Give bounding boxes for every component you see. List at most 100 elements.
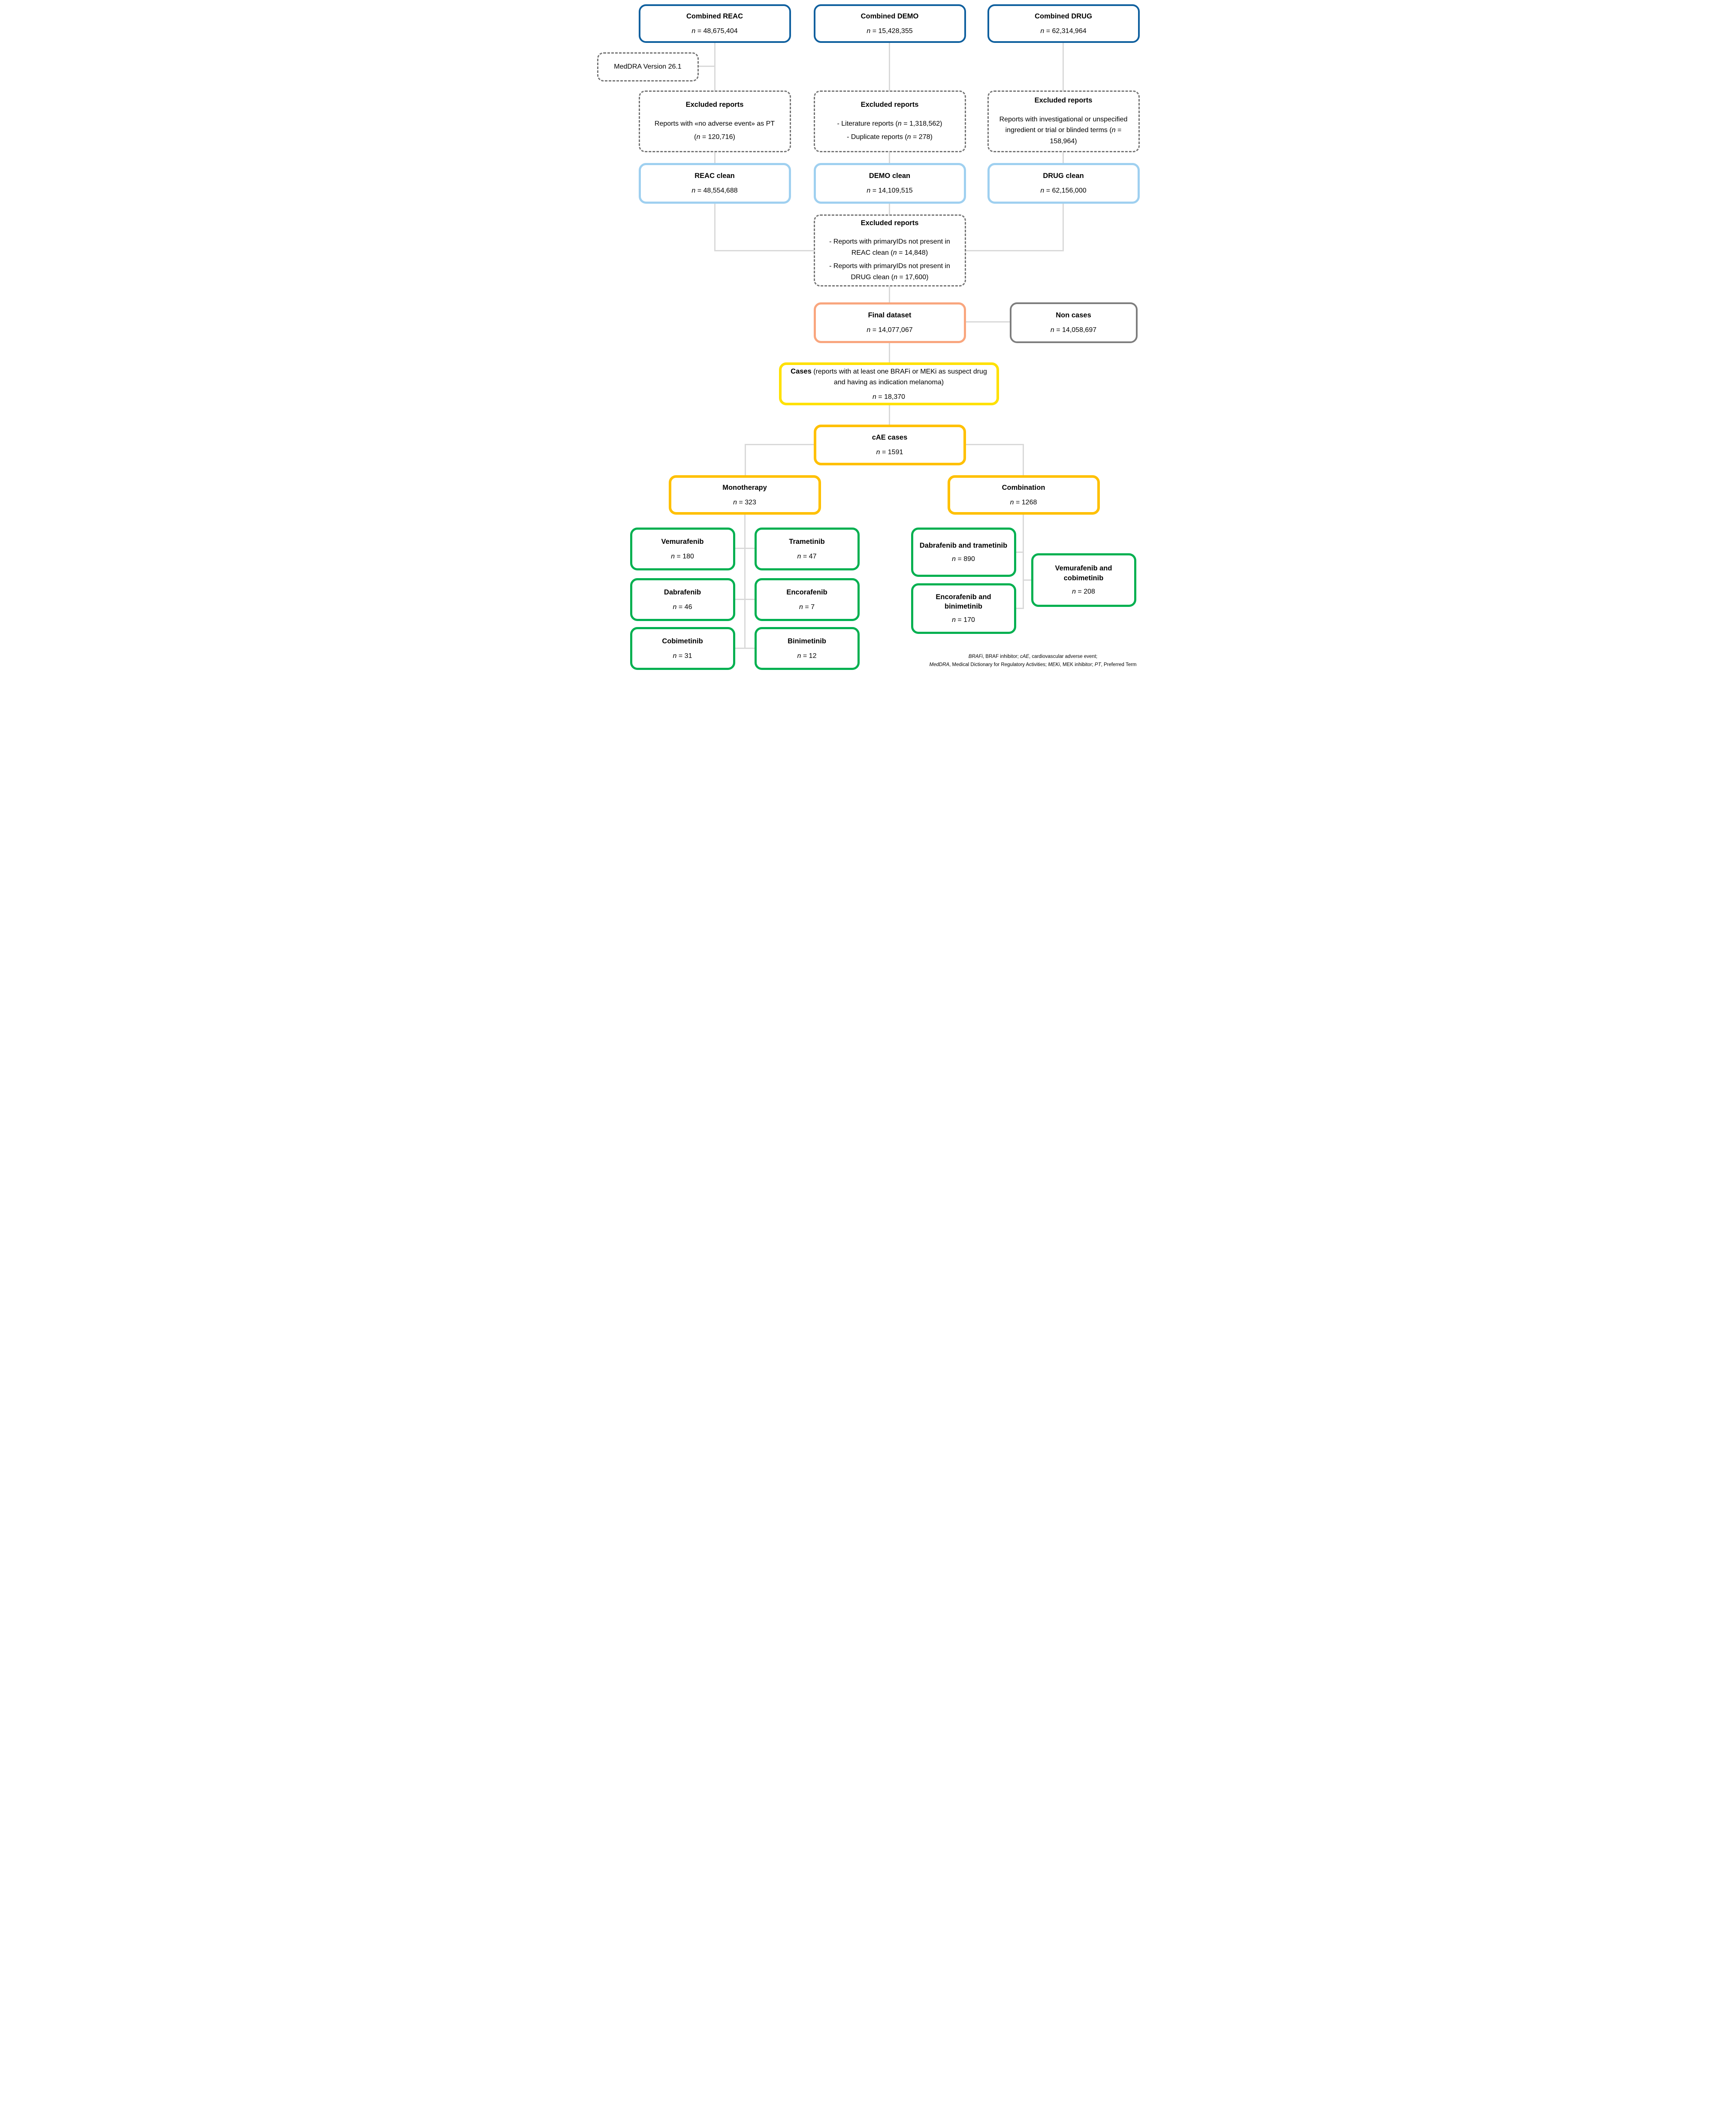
- box-combined-drug: Combined DRUG n = 62,314,964: [987, 4, 1140, 43]
- box-title: DRUG clean: [1043, 172, 1084, 180]
- connector: [714, 152, 716, 163]
- box-title: REAC clean: [694, 172, 735, 180]
- connector: [735, 548, 755, 549]
- box-title: Excluded reports: [860, 101, 919, 109]
- box-title: Final dataset: [868, 311, 912, 320]
- connector: [1062, 152, 1064, 163]
- box-excluded-drug: Excluded reports Reports with investigat…: [987, 90, 1140, 152]
- box-vemurafenib: Vemurafenib n = 180: [630, 528, 735, 570]
- body-line: (n = 120,716): [694, 133, 735, 141]
- box-title: Excluded reports: [1034, 96, 1093, 105]
- box-n-value: n = 180: [671, 552, 694, 560]
- box-cobimetinib: Cobimetinib n = 31: [630, 627, 735, 670]
- connector: [1022, 515, 1024, 609]
- box-title: cAE cases: [872, 434, 908, 442]
- box-title: Combined DRUG: [1035, 12, 1092, 20]
- box-vemurafenib-cobimetinib: Vemurafenib and cobimetinib n = 208: [1031, 553, 1136, 607]
- box-title: Cobimetinib: [662, 637, 703, 645]
- box-n-value: n = 323: [733, 498, 756, 506]
- box-final-dataset: Final dataset n = 14,077,067: [813, 302, 966, 343]
- connector: [1016, 608, 1024, 609]
- box-meddra-version: MedDRA Version 26.1: [597, 52, 699, 81]
- box-n-value: n = 12: [797, 652, 817, 660]
- box-title: Vemurafenib and cobimetinib: [1055, 564, 1112, 582]
- box-body: - Reports with primaryIDs not present in…: [821, 236, 959, 283]
- box-dabrafenib-trametinib: Dabrafenib and trametinib n = 890: [911, 528, 1016, 577]
- box-title: Combined REAC: [686, 12, 743, 20]
- box-combined-demo: Combined DEMO n = 15,428,355: [813, 4, 966, 43]
- connector: [714, 250, 814, 251]
- box-n-value: n = 48,554,688: [691, 187, 738, 195]
- box-non-cases: Non cases n = 14,058,697: [1009, 302, 1138, 343]
- box-n-value: n = 890: [952, 555, 975, 563]
- connector: [698, 66, 715, 67]
- box-n-value: n = 14,077,067: [866, 326, 913, 334]
- body-line: - Reports with primaryIDs not present in…: [829, 238, 950, 256]
- box-title: Trametinib: [789, 537, 825, 546]
- box-n-value: n = 48,675,404: [691, 27, 738, 35]
- connector: [888, 43, 890, 90]
- box-body: - Literature reports (n = 1,318,562) - D…: [837, 118, 942, 143]
- box-dabrafenib: Dabrafenib n = 46: [630, 578, 735, 621]
- box-reac-clean: REAC clean n = 48,554,688: [638, 163, 791, 204]
- connector: [735, 648, 755, 649]
- connector: [966, 321, 1010, 323]
- connector: [1062, 43, 1064, 90]
- box-n-value: n = 47: [797, 552, 817, 560]
- box-n-value: n = 1268: [1010, 498, 1037, 506]
- body-line: - Reports with primaryIDs not present in…: [829, 262, 950, 281]
- box-cae-cases: cAE cases n = 1591: [813, 425, 966, 465]
- legend-line: MedDRA, Medical Dictionary for Regulator…: [929, 662, 1137, 668]
- box-title: Binimetinib: [788, 637, 826, 645]
- box-n-value: n = 170: [952, 616, 975, 624]
- box-title: Vemurafenib: [661, 537, 704, 546]
- box-title: Excluded reports: [685, 101, 744, 109]
- box-combined-reac: Combined REAC n = 48,675,404: [638, 4, 791, 43]
- box-n-value: n = 62,314,964: [1040, 27, 1087, 35]
- connector: [1022, 444, 1024, 475]
- box-n-value: n = 1591: [876, 449, 903, 456]
- box-encorafenib-binimetinib: Encorafenib and binimetinib n = 170: [911, 583, 1016, 634]
- box-n-value: n = 31: [673, 652, 692, 660]
- box-n-value: n = 62,156,000: [1040, 187, 1087, 195]
- box-title: Dabrafenib and trametinib: [919, 541, 1008, 549]
- box-combination: Combination n = 1268: [947, 475, 1100, 515]
- box-n-value: n = 46: [673, 603, 692, 611]
- box-trametinib: Trametinib n = 47: [754, 528, 860, 570]
- connector: [1023, 579, 1031, 581]
- body-line: - Duplicate reports (n = 278): [847, 133, 933, 141]
- legend-line: BRAFi, BRAF inhibitor; cAE, cardiovascul…: [968, 654, 1098, 660]
- connector: [744, 444, 746, 475]
- box-cases: Cases (reports with at least one BRAFi o…: [779, 362, 999, 405]
- box-title: Encorafenib: [786, 588, 827, 596]
- meddra-label: MedDRA Version 26.1: [614, 63, 682, 71]
- connector: [1062, 204, 1064, 251]
- box-title: Combination: [1002, 483, 1045, 492]
- box-binimetinib: Binimetinib n = 12: [754, 627, 860, 670]
- box-title: Cases: [791, 367, 812, 375]
- connector: [888, 286, 890, 302]
- connector: [1016, 552, 1024, 553]
- box-title: Monotherapy: [722, 483, 767, 492]
- connector: [966, 444, 1024, 445]
- box-excluded-merge: Excluded reports - Reports with primaryI…: [813, 214, 966, 286]
- connector: [744, 444, 814, 445]
- box-excluded-reac: Excluded reports Reports with «no advers…: [638, 90, 791, 152]
- box-title-paragraph: Cases (reports with at least one BRAFi o…: [788, 366, 990, 388]
- box-n-value: n = 7: [799, 603, 815, 611]
- body-line: Reports with «no adverse event» as PT: [654, 120, 775, 127]
- box-drug-clean: DRUG clean n = 62,156,000: [987, 163, 1140, 204]
- box-title: Non cases: [1056, 311, 1091, 320]
- body-line: Reports with investigational or unspecif…: [999, 115, 1128, 145]
- box-body: Reports with «no adverse event» as PT (n…: [655, 118, 775, 143]
- connector: [888, 204, 890, 214]
- connector: [888, 343, 890, 362]
- flowchart-canvas: Combined REAC n = 48,675,404 Combined DE…: [593, 0, 1143, 672]
- box-title: Excluded reports: [860, 219, 919, 227]
- box-title: Combined DEMO: [860, 12, 919, 20]
- box-n-value: n = 15,428,355: [866, 27, 913, 35]
- connector: [735, 599, 755, 600]
- box-title: Dabrafenib: [664, 588, 701, 596]
- box-description: (reports with at least one BRAFi or MEKi…: [811, 368, 987, 386]
- box-title: DEMO clean: [869, 172, 911, 180]
